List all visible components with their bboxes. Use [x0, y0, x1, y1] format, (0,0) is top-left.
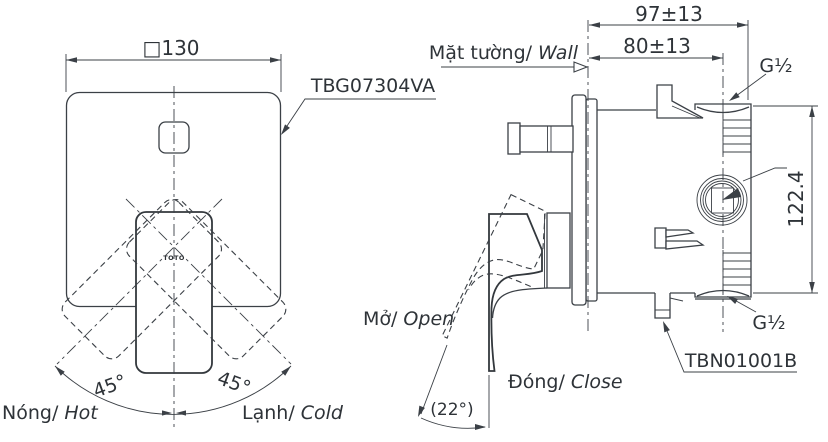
front-view: □130 TOTO 45° 45° Nóng/Hot: [2, 36, 436, 431]
dim-depth-total-label: 97±13: [635, 2, 703, 26]
thread-bottom-label: G½: [752, 312, 785, 334]
open-label: Mở/Open: [363, 308, 454, 330]
dim-width-label: □130: [142, 36, 199, 60]
dim-height: 122.4: [753, 105, 818, 294]
diverter-stub-side: [507, 122, 574, 155]
thread-top-label: G½: [759, 55, 792, 77]
port-leader-line: [742, 167, 787, 182]
hot-label: Nóng/Hot: [2, 402, 99, 424]
mounting-tab-top: [656, 84, 704, 119]
check-valve-port: [696, 167, 787, 226]
valve-code-callout: TBN01001B: [663, 321, 797, 373]
diagonal-centerline-right: [125, 198, 292, 365]
handle-rotated-right: [125, 198, 287, 360]
dim-width: □130: [65, 36, 282, 92]
angle-left-label: 45°: [90, 370, 129, 402]
plate-front-slab: [571, 94, 587, 306]
dim-depth-outlet-label: 80±13: [623, 34, 691, 58]
outlet-tab-bottom: [654, 293, 684, 319]
handle-lever-side: [488, 212, 571, 372]
product-code-callout: TBG07304VA: [281, 75, 436, 135]
side-view: Mặt tường/Wall 97±13 80±13 122.4 G: [363, 2, 818, 430]
valve-body: [507, 84, 787, 319]
thread-grooves-bottom: [722, 250, 751, 293]
open-angle-label: (22°): [430, 400, 473, 420]
dim-depth-total: 97±13: [589, 2, 749, 100]
dim-height-label: 122.4: [784, 170, 808, 227]
mounting-clip-bottom: [654, 227, 705, 250]
close-label: Đóng/Close: [508, 371, 623, 393]
handle-rotated-left: [61, 198, 223, 360]
cold-label: Lạnh/Cold: [242, 402, 344, 424]
wall-callout: Mặt tường/Wall: [429, 42, 589, 73]
handle-open-position: [441, 193, 546, 339]
product-code-label: TBG07304VA: [310, 75, 435, 97]
diagonal-centerline-left: [56, 198, 223, 365]
thread-top-callout: G½: [729, 55, 793, 101]
open-angle-dim: (22°): [418, 344, 490, 430]
angle-right-label: 45°: [214, 367, 253, 399]
thread-bottom-callout: G½: [727, 296, 786, 334]
wall-label: Mặt tường/Wall: [429, 42, 579, 64]
thread-grooves-top: [722, 111, 751, 155]
dim-depth-to-outlet: 80±13: [589, 34, 723, 61]
valve-code-label: TBN01001B: [684, 350, 797, 372]
